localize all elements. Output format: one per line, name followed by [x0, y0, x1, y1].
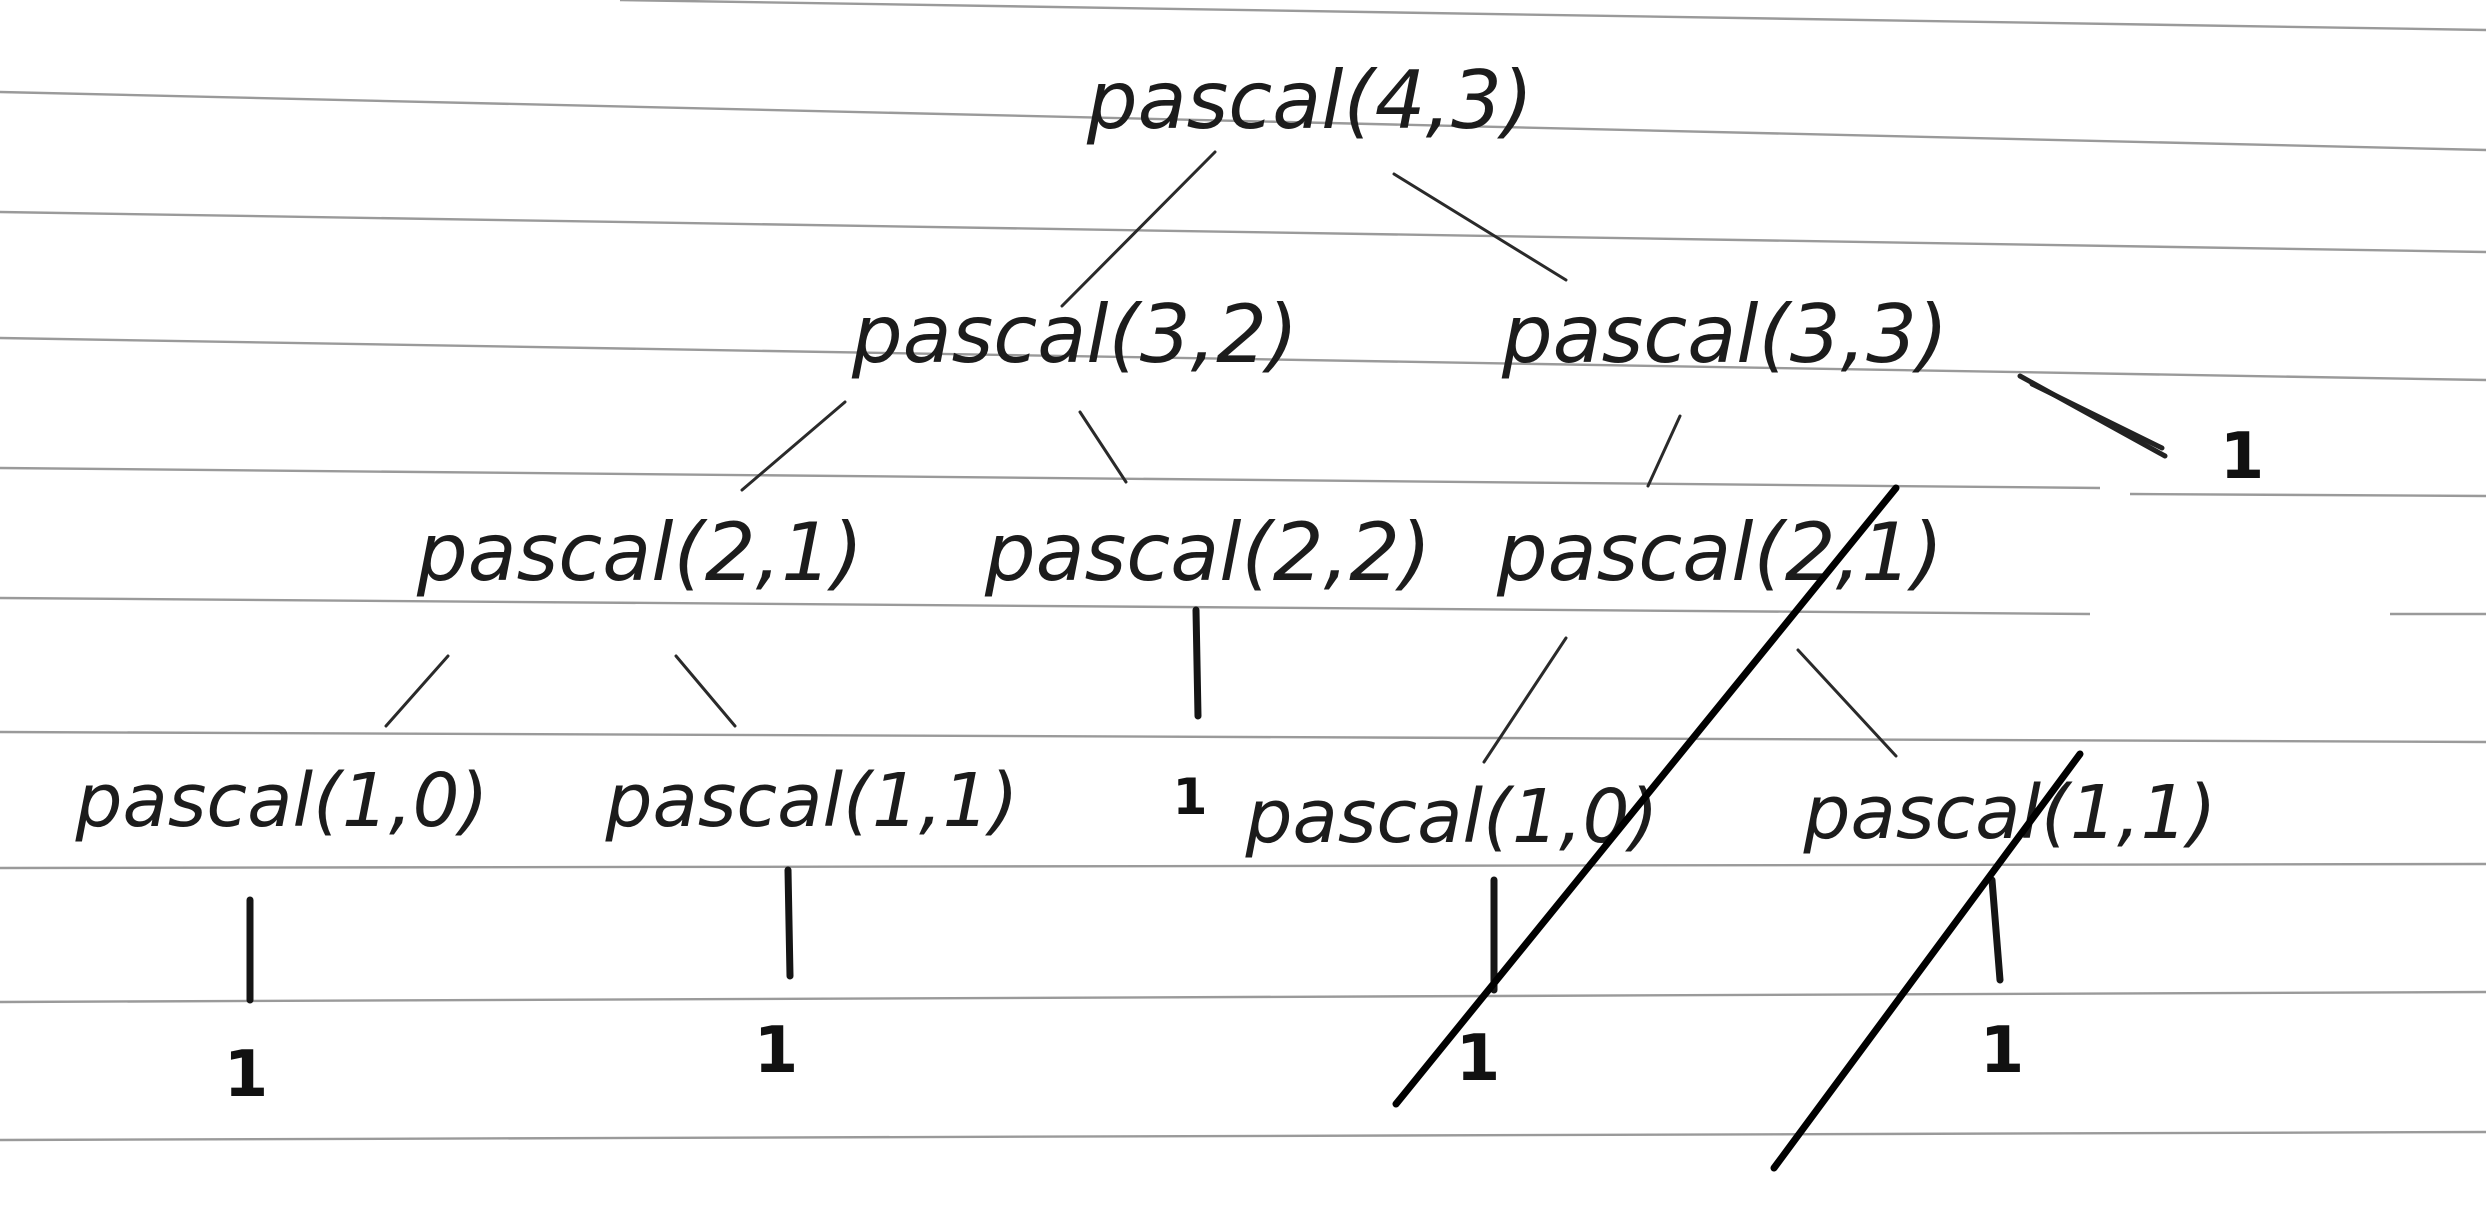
edge-3-3-to-2-1 [1646, 414, 1682, 488]
stem-2-2 [1192, 606, 1202, 720]
rule-line [0, 90, 2486, 152]
result-stems [246, 606, 2004, 1004]
result-l1-right: 1 [2220, 420, 2265, 494]
rule-line [0, 336, 2486, 382]
stem-1-1b [1988, 876, 2004, 984]
edge-3-2-to-2-2 [1078, 410, 1128, 484]
rule-line [0, 1130, 2486, 1142]
node-l3-a: pascal(1,0) [75, 758, 489, 844]
result-l4-c: 1 [1456, 1022, 1501, 1096]
result-l2-b: 1 [1173, 768, 1208, 826]
edge-root-to-3-2 [1060, 150, 1217, 308]
node-l2-c: pascal(2,1) [1496, 506, 1943, 599]
node-root: pascal(4,3) [1086, 54, 1533, 147]
node-l3-c: pascal(1,0) [1245, 774, 1659, 860]
cross-out-strokes [1392, 484, 2084, 1172]
rule-line [0, 596, 2091, 616]
arrow-stroke [2029, 381, 2165, 451]
edge-root-to-3-3 [1392, 172, 1568, 282]
ruled-lines [0, 0, 2486, 1142]
edge-2-1b-to-1-1 [1796, 648, 1898, 758]
tree-nodes: pascal(4,3) pascal(3,2) pascal(3,3) 1 pa… [75, 54, 2265, 1112]
node-l3-b: pascal(1,1) [605, 758, 1019, 844]
rule-line [0, 466, 2101, 490]
stem-1-1 [784, 866, 794, 980]
arrow-3-3-result [2017, 373, 2168, 459]
node-l1-right: pascal(3,3) [1501, 288, 1948, 381]
node-l2-a: pascal(2,1) [416, 506, 863, 599]
rule-line [0, 730, 2486, 744]
rule-line [2129, 492, 2486, 498]
edge-3-2-to-2-1 [740, 400, 847, 492]
node-l3-d: pascal(1,1) [1803, 770, 2217, 856]
rule-line [0, 990, 2486, 1004]
cross-out-slash [1770, 750, 2084, 1172]
edge-2-1b-to-1-0 [1482, 636, 1568, 764]
cross-out-slash [1392, 484, 1900, 1108]
edge-2-1-to-1-0 [384, 654, 450, 728]
node-l2-b: pascal(2,2) [984, 506, 1431, 599]
rule-line [0, 210, 2486, 254]
rule-line [0, 862, 2486, 870]
result-l4-a: 1 [224, 1038, 269, 1112]
node-l1-left: pascal(3,2) [851, 288, 1298, 381]
result-l4-d: 1 [1980, 1014, 2025, 1088]
edge-2-1-to-1-1 [674, 654, 737, 728]
rule-line [619, 0, 2486, 32]
tree-edges [384, 150, 1898, 764]
result-l4-b: 1 [754, 1014, 799, 1088]
